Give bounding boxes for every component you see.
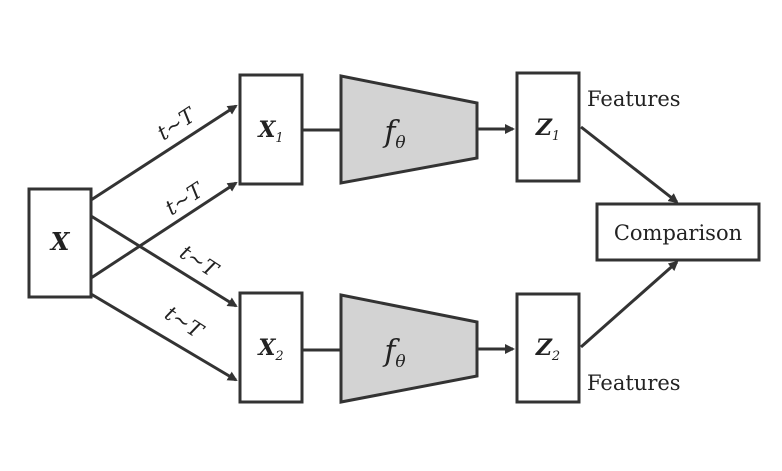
aug-arrow-top-to-x2 <box>90 214 238 308</box>
aug-label-1: t~T <box>153 102 201 145</box>
embedding-1-label: Z1 <box>535 115 560 144</box>
view-2-box <box>238 291 304 404</box>
input-box <box>27 187 93 299</box>
encoder-2 <box>339 293 479 404</box>
encoder-1 <box>339 74 479 185</box>
comparison-box <box>595 202 761 262</box>
aug-arrow-top-to-x1 <box>90 104 238 202</box>
arrow-z1-comparison <box>580 125 679 204</box>
features-label-bottom: Features <box>587 371 681 395</box>
aug-label-3: t~T <box>175 240 223 283</box>
embedding-1-box <box>515 71 581 183</box>
view-2-label: X2 <box>256 335 283 364</box>
features-label-top: Features <box>587 87 681 111</box>
view-1-label: X1 <box>256 117 283 146</box>
embedding-2-box <box>515 292 581 404</box>
aug-arrow-bottom-to-x2 <box>90 292 238 382</box>
aug-label-2: t~T <box>161 177 209 220</box>
aug-arrow-bottom-to-x1 <box>90 181 238 280</box>
comparison-label: Comparison <box>614 221 742 245</box>
embedding-2-label: Z2 <box>535 335 560 364</box>
arrow-z2-comparison <box>580 260 679 349</box>
aug-label-4: t~T <box>160 301 208 344</box>
view-1-box <box>238 73 304 186</box>
input-label: X <box>49 227 71 256</box>
